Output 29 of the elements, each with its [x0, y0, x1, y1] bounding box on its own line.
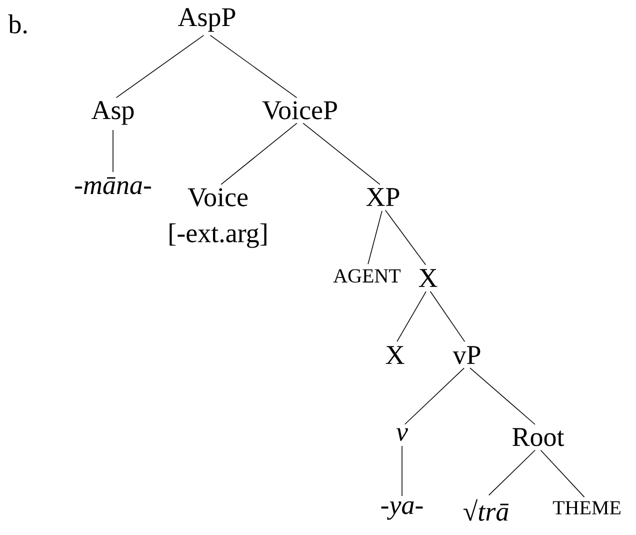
tree-label: vP — [452, 346, 480, 364]
branch-line — [112, 130, 114, 172]
tree-label: Asp — [92, 101, 134, 125]
tree-label: XP — [366, 188, 400, 206]
tree-label: VoiceP — [262, 101, 337, 120]
tree-label: AGENT — [333, 269, 401, 283]
tree-label: -ya- — [381, 501, 423, 520]
branch-line — [470, 368, 536, 425]
tree-label: √trā — [464, 499, 509, 521]
tree-label: v — [396, 428, 408, 441]
tree-label: THEME — [552, 501, 620, 514]
tree-label-with-feature: Voice [-ext.arg] — [170, 188, 266, 248]
branch-line — [488, 450, 536, 496]
tree-label: X — [418, 269, 438, 287]
branch-line — [396, 291, 426, 342]
branch-line — [220, 122, 298, 185]
branch-line — [210, 34, 298, 98]
tree-label: -māna- — [75, 177, 151, 194]
tree-label: X — [386, 346, 404, 364]
example-letter: b. — [8, 14, 27, 34]
tree-label: AspP — [178, 8, 236, 32]
branch-line — [368, 210, 382, 265]
branch-line — [430, 290, 466, 342]
tree-label: Root — [512, 428, 564, 446]
branch-line — [302, 122, 380, 185]
branch-line — [116, 34, 204, 98]
branch-line — [384, 210, 426, 266]
branch-line — [540, 450, 585, 498]
branch-line — [404, 368, 464, 425]
